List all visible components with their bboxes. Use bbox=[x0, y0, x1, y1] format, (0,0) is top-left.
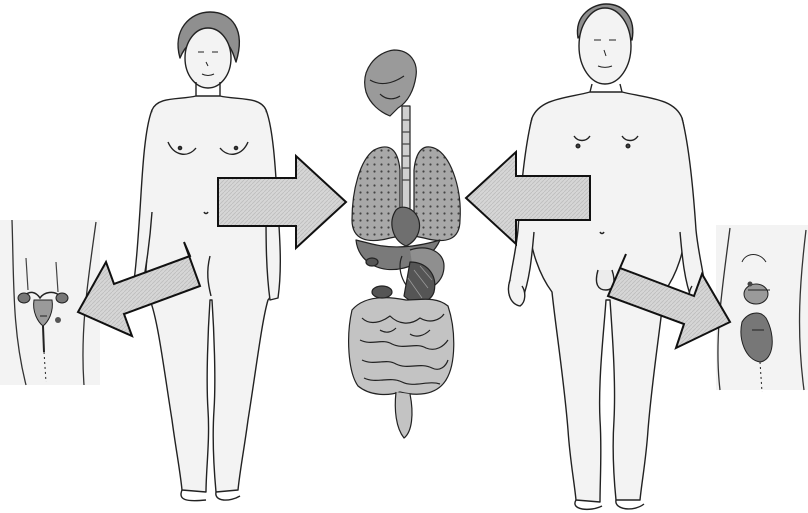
male-body-icon bbox=[508, 4, 705, 509]
female-body-icon bbox=[132, 12, 280, 501]
male-reproductive-inset bbox=[716, 225, 808, 392]
internal-organs-icon bbox=[349, 50, 461, 438]
